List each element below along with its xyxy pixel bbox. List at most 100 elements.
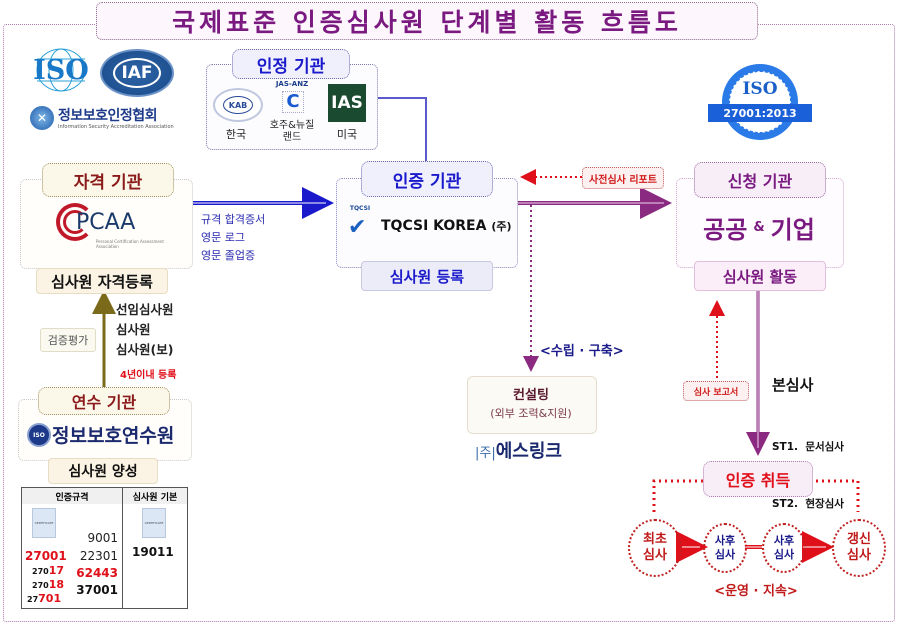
qualification-footer: 심사원 자격등록 [36, 268, 168, 294]
cycle-line: 심사 [714, 548, 736, 561]
standard-27701: 27701 [27, 592, 61, 606]
applicant-footer-text: 심사원 활동 [722, 267, 798, 286]
cycle-initial-audit: 최초 심사 [628, 519, 682, 577]
iso-logo: ISO [28, 47, 94, 93]
pcaa-logo: PCAA Personal Certification Assessment A… [56, 203, 166, 253]
badge-seal-inner [729, 71, 791, 133]
certificate-icon: CERTIFICATE [142, 508, 166, 538]
iaf-logo: IAF [100, 49, 174, 97]
certification-title: 인증 기관 [361, 161, 493, 197]
training-title: 연수 기관 [38, 387, 170, 415]
standard-suffix: 701 [38, 592, 62, 605]
iso-badge-ribbon: 27001:2013 [708, 104, 812, 122]
standards-table: 인증규격 심사원 기본 CERTIFICATE CERTIFICATE 2700… [21, 487, 188, 609]
standard-prefix: 27 [27, 595, 39, 604]
grade-item: 심사원 [116, 322, 151, 337]
iaf-logo-text: IAF [113, 58, 161, 88]
kab-logo-text: KAB [223, 96, 253, 114]
cycle-line: 심사 [847, 548, 871, 563]
cycle-line: 심사 [773, 548, 795, 561]
consulting-label: <수립 · 구축> [540, 344, 624, 359]
kisaa-emblem-icon: ✕ [30, 106, 54, 130]
qualification-title-text: 자격 기관 [73, 172, 143, 193]
acquisition-bracket [652, 479, 860, 512]
acquisition-footer: <운영 · 지속> [714, 584, 798, 599]
iso-badge-top-text: ISO [742, 79, 778, 99]
training-iso-text: ISO [33, 431, 45, 439]
tqcsi-logo: TQCSI ✔ [342, 205, 378, 245]
jasanz-logo-text: JAS-ANZ [275, 80, 309, 88]
pcaa-rings-icon [56, 203, 94, 241]
accreditation-label-usa: 미국 [336, 128, 358, 141]
audit-report-text: 심사 보고서 [693, 387, 739, 398]
main-audit-title: 본심사 [772, 376, 814, 394]
table-header-auditor-basic: 심사원 기본 [123, 488, 187, 504]
consulting-subtitle: (외부 조력&지원) [490, 407, 572, 420]
main-audit-step: ST1. 문서심사 [772, 441, 844, 453]
certification-name: TQCSI KOREA [381, 218, 487, 234]
kisaa-name: 정보보호인정협회 [58, 108, 158, 124]
qualification-footer-text: 심사원 자격등록 [51, 272, 153, 291]
title-box: 국제표준 인증심사원 단계별 활동 흐름도 [96, 2, 758, 40]
standard-prefix: 270 [32, 581, 49, 590]
certification-suffix: (주) [491, 220, 512, 233]
pcaa-logo-text: PCAA [76, 210, 136, 235]
applicant-footer: 심사원 활동 [694, 261, 826, 291]
jasanz-c-icon: C [282, 91, 304, 113]
standard-prefix: 270 [32, 567, 49, 576]
training-footer: 심사원 양성 [48, 458, 158, 484]
accreditation-label-anz: 호주&뉴질랜드 [269, 120, 315, 143]
cycle-line: 사후 [773, 534, 795, 547]
iso-27001-badge: ISO 27001:2013 [700, 64, 820, 154]
applicant-main: 공공 & 기업 [676, 210, 842, 244]
jasanz-logo: JAS-ANZ C [274, 80, 310, 118]
grade-item: 심사원(보) [116, 342, 174, 357]
standard-suffix: 18 [48, 578, 65, 591]
page-title: 국제표준 인증심사원 단계별 활동 흐름도 [172, 8, 682, 37]
pcaa-inner-ring-icon [63, 210, 87, 234]
certificate-label: CERTIFICATE [144, 521, 164, 525]
applicant-enterprise: 기업 [770, 215, 815, 244]
globe-icon [36, 48, 86, 92]
cycle-line: 사후 [714, 534, 736, 547]
certificate-label: CERTIFICATE [34, 521, 54, 525]
kab-logo: KAB [213, 88, 263, 122]
pcaa-logo-sub: Personal Certification Assessment Associ… [96, 239, 164, 249]
pre-audit-report-tag: 사전심사 리포트 [582, 167, 664, 189]
applicant-title: 신청 기관 [694, 162, 826, 198]
kisaa-logo: ✕ 정보보호인정협회 Information Security Accredit… [30, 104, 180, 134]
cycle-surveillance-audit-2: 사후 심사 [762, 523, 806, 573]
slink-logo: |주|에스링크 [475, 437, 562, 463]
standard-9001: 9001 [87, 531, 118, 545]
pre-audit-report-text: 사전심사 리포트 [589, 174, 657, 186]
applicant-title-text: 신청 기관 [727, 172, 793, 191]
cycle-line: 심사 [643, 548, 667, 563]
register-within: 4년이내 등록 [120, 370, 177, 381]
audit-report-tag: 심사 보고서 [683, 381, 749, 401]
output-item: 영문 로그 [201, 231, 245, 244]
consulting-title: 컨설팅 [513, 388, 549, 403]
table-column-divider [122, 488, 123, 608]
standard-22301: 22301 [79, 549, 118, 563]
standard-suffix: 17 [48, 564, 65, 577]
applicant-public: 공공 [703, 215, 748, 244]
accreditation-title-text: 인정 기관 [256, 56, 326, 77]
accreditation-title: 인정 기관 [232, 49, 350, 79]
verification-tag: 검증평가 [40, 328, 96, 352]
output-item: 규격 합격증서 [201, 213, 266, 226]
iso-logo-text: ISO [33, 54, 89, 86]
training-footer-text: 심사원 양성 [68, 464, 138, 480]
standard-27017: 27017 [32, 564, 64, 578]
standard-37001: 37001 [76, 583, 118, 597]
accreditation-label-korea: 한국 [225, 128, 247, 141]
slink-name: 에스링크 [495, 441, 562, 462]
training-title-text: 연수 기관 [71, 393, 137, 412]
certification-footer-text: 심사원 등록 [389, 267, 465, 286]
accreditation-connector [377, 97, 427, 168]
main-audit-steps: ST1. 문서심사 ST2. 현장심사 [772, 400, 844, 533]
acquisition-title: 인증 취득 [703, 461, 813, 497]
standard-27018: 27018 [32, 578, 64, 592]
standard-27001: 27001 [25, 549, 67, 563]
output-item: 영문 졸업증 [201, 249, 256, 262]
